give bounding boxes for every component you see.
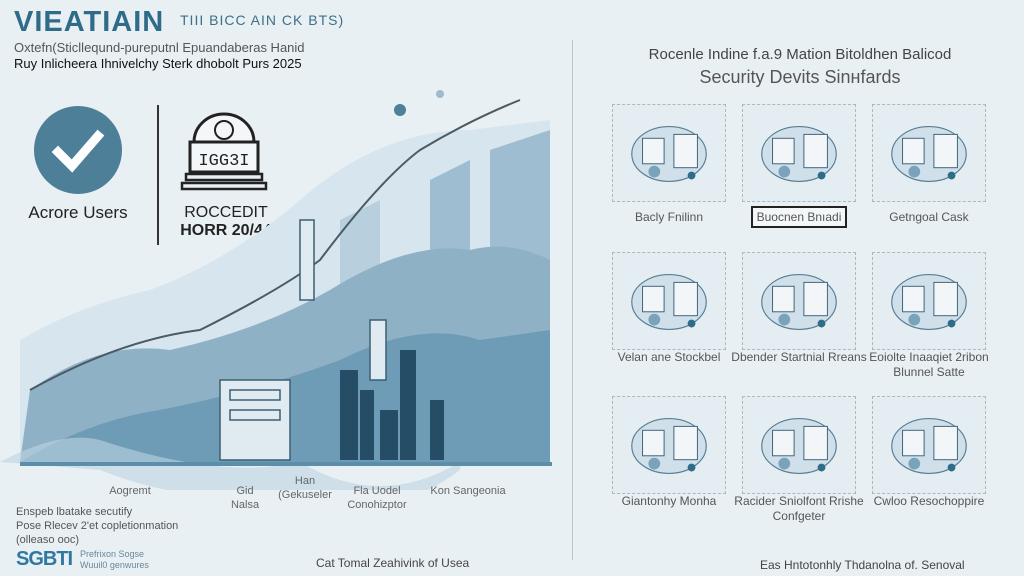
- monument-icon: IGG3I: [180, 108, 268, 194]
- cloud-base: [0, 437, 460, 490]
- security-tile[interactable]: [612, 252, 726, 350]
- tile-illustration-icon: [761, 125, 837, 182]
- dot-decoration: [394, 104, 406, 116]
- trend-line: [29, 99, 521, 391]
- tile-label[interactable]: Bacly Fnilinn: [599, 210, 739, 225]
- tile-label-text: Buocnen Bnıadi: [750, 206, 848, 228]
- tile-label[interactable]: Giantonhy Monha: [599, 494, 739, 509]
- security-tile[interactable]: [872, 252, 986, 350]
- tile-label-text: Getngoal Cask: [889, 210, 969, 224]
- tile-label-text: Eoiolte Inaaqiet 2ribon Blunnel Satte: [869, 350, 989, 379]
- security-tile[interactable]: [612, 104, 726, 202]
- title-side-text: TIII BICC AIN CK BTS): [180, 12, 345, 28]
- tile-label-text: Racider Sniolfont Rrishe Confgeter: [734, 494, 864, 523]
- security-tile[interactable]: [742, 252, 856, 350]
- security-tile[interactable]: [872, 396, 986, 494]
- right-heading-line1: Rocenle Indine f.a.9 Mation Bitoldhen Ba…: [648, 46, 952, 63]
- growth-illustration: [0, 90, 552, 490]
- section-divider: [572, 40, 573, 560]
- security-tile[interactable]: [742, 104, 856, 202]
- chart-label: Han (Gekuseler: [278, 475, 332, 501]
- tagline: Ruy Inlicheera Ihnivelchy Sterk dhobolt …: [14, 56, 302, 71]
- tile-label[interactable]: Racider Sniolfont Rrishe Confgeter: [729, 494, 869, 524]
- chart-baseline: [20, 462, 552, 466]
- tile-label[interactable]: Cwloo Resochoppire: [859, 494, 999, 509]
- right-footer: Eas Hntotonhly Thdanolna of. Senoval: [760, 558, 965, 572]
- city-buildings: [219, 219, 387, 461]
- dot-decoration: [436, 90, 444, 98]
- tile-label-text: Bacly Fnilinn: [634, 210, 704, 224]
- chart-label: Fla Uodel Conohizptor: [347, 485, 407, 511]
- footer-center: Cat Tomal Zeahivink of Usea: [316, 556, 470, 570]
- page-title: VIEATIAIN: [14, 6, 165, 38]
- tile-label[interactable]: Velan ane Stockbel: [599, 350, 739, 365]
- tile-label[interactable]: Eoiolte Inaaqiet 2ribon Blunnel Satte: [859, 350, 999, 380]
- tile-label-text: Giantonhy Monha: [621, 494, 717, 508]
- subtitle: Oxtefn(Sticlleqund-pureputnl Epuandabera…: [14, 40, 305, 55]
- tile-label-text: Velan ane Stockbel: [617, 350, 721, 364]
- tile-label[interactable]: Getngoal Cask: [859, 210, 999, 225]
- security-tile[interactable]: [872, 104, 986, 202]
- tile-illustration-icon: [631, 125, 707, 182]
- tile-label-text: Dbender Startnial Rreans: [731, 350, 867, 364]
- tile-label[interactable]: Dbender Startnial Rreans: [729, 350, 869, 365]
- right-heading-line2: Security Devits Sinнfards: [699, 67, 901, 87]
- tile-label-text: Cwloo Resochoppire: [873, 494, 985, 508]
- tile-illustration-icon: [891, 125, 967, 182]
- tile-illustration-icon: [631, 273, 707, 330]
- plaque-text: IGG3I: [198, 152, 249, 171]
- tile-illustration-icon: [631, 417, 707, 474]
- skyline: [340, 350, 444, 460]
- chart-label: Aogremt: [109, 485, 151, 497]
- badge-divider: [157, 105, 159, 245]
- chart-label: Gid Nalsa: [230, 485, 260, 511]
- tile-label[interactable]: Buocnen Bnıadi: [729, 206, 869, 228]
- brand-logo: SGBTI: [16, 548, 73, 570]
- tile-illustration-icon: [891, 273, 967, 330]
- chart-label: Kon Sangeonia: [430, 485, 506, 497]
- tile-illustration-icon: [761, 273, 837, 330]
- security-tile[interactable]: [612, 396, 726, 494]
- security-tile[interactable]: [742, 396, 856, 494]
- check-circle-icon: [34, 106, 122, 194]
- badge-users-label: Acrore Users: [28, 203, 128, 222]
- tile-illustration-icon: [891, 417, 967, 474]
- tile-illustration-icon: [761, 417, 837, 474]
